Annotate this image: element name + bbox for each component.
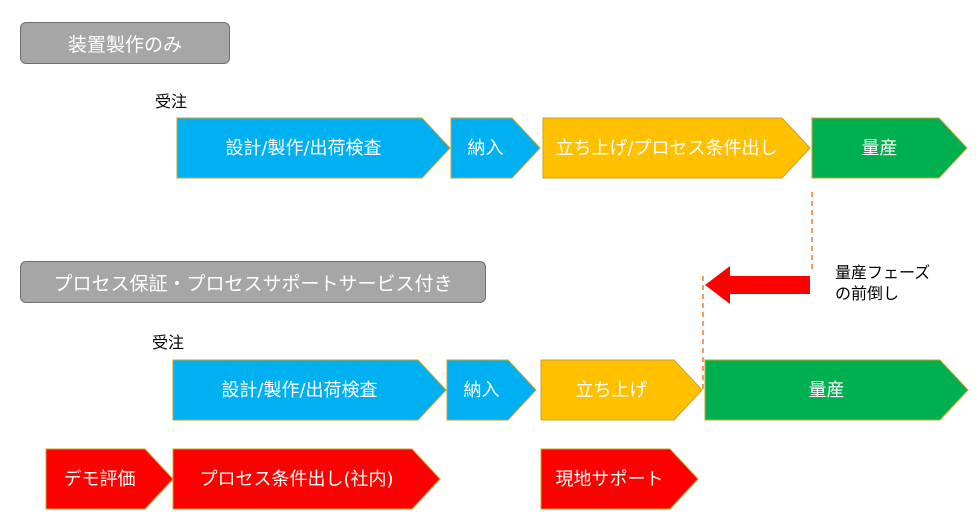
support-step-3-shape xyxy=(540,448,699,510)
support-step-1: デモ評価 xyxy=(45,448,174,510)
section1-step-1-label: 設計/製作/出荷検査 xyxy=(225,138,381,159)
support-step-3-label: 現地サポート xyxy=(556,469,664,490)
section2-step-2: 納入 xyxy=(446,359,537,421)
section2-step-4-shape xyxy=(704,359,969,421)
support-step-2-label: プロセス条件出し(社内) xyxy=(199,469,393,490)
section1-step-3-label: 立ち上げ/プロセス条件出し xyxy=(555,138,777,159)
section1-step-2: 納入 xyxy=(450,117,541,179)
section2-step-2-shape xyxy=(446,359,537,421)
section2-step-1-label: 設計/製作/出荷検査 xyxy=(221,380,377,401)
section1-step-4-shape xyxy=(811,117,968,179)
annotation-line2: の前倒し xyxy=(835,284,900,303)
support-step-3: 現地サポート xyxy=(540,448,699,510)
section1-step-1-shape xyxy=(176,117,451,179)
section2-order-label: 受注 xyxy=(152,333,185,352)
annotation-line1: 量産フェーズ xyxy=(835,263,931,282)
section2-step-3: 立ち上げ xyxy=(540,359,703,421)
section1-order-label: 受注 xyxy=(155,92,188,111)
section2-step-3-shape xyxy=(540,359,703,421)
section1-step-4-label: 量産 xyxy=(862,138,898,159)
section2-step-4: 量産 xyxy=(704,359,969,421)
section1-step-2-label: 納入 xyxy=(468,138,504,159)
section1-title-badge: 装置製作のみ xyxy=(20,22,230,64)
section2-step-3-label: 立ち上げ xyxy=(576,380,648,401)
section1-step-3-shape xyxy=(542,117,811,179)
advance-arrow-icon xyxy=(705,266,810,304)
section1-step-4: 量産 xyxy=(811,117,968,179)
section1-step-1: 設計/製作/出荷検査 xyxy=(176,117,451,179)
section2-step-1: 設計/製作/出荷検査 xyxy=(172,359,447,421)
section1-step-2-shape xyxy=(450,117,541,179)
section2-step-4-label: 量産 xyxy=(809,380,845,401)
support-step-1-label: デモ評価 xyxy=(64,469,136,490)
annotation-text: 量産フェーズ の前倒し xyxy=(835,262,930,304)
support-step-2-shape xyxy=(172,448,441,510)
support-step-2: プロセス条件出し(社内) xyxy=(172,448,441,510)
section1-step-3: 立ち上げ/プロセス条件出し xyxy=(542,117,811,179)
section2-step-2-label: 納入 xyxy=(464,380,500,401)
section1-title: 装置製作のみ xyxy=(67,33,182,56)
section2-step-1-shape xyxy=(172,359,447,421)
support-step-1-shape xyxy=(45,448,174,510)
section2-title-badge: プロセス保証・プロセスサポートサービス付き xyxy=(20,261,486,303)
section2-title: プロセス保証・プロセスサポートサービス付き xyxy=(53,272,453,295)
